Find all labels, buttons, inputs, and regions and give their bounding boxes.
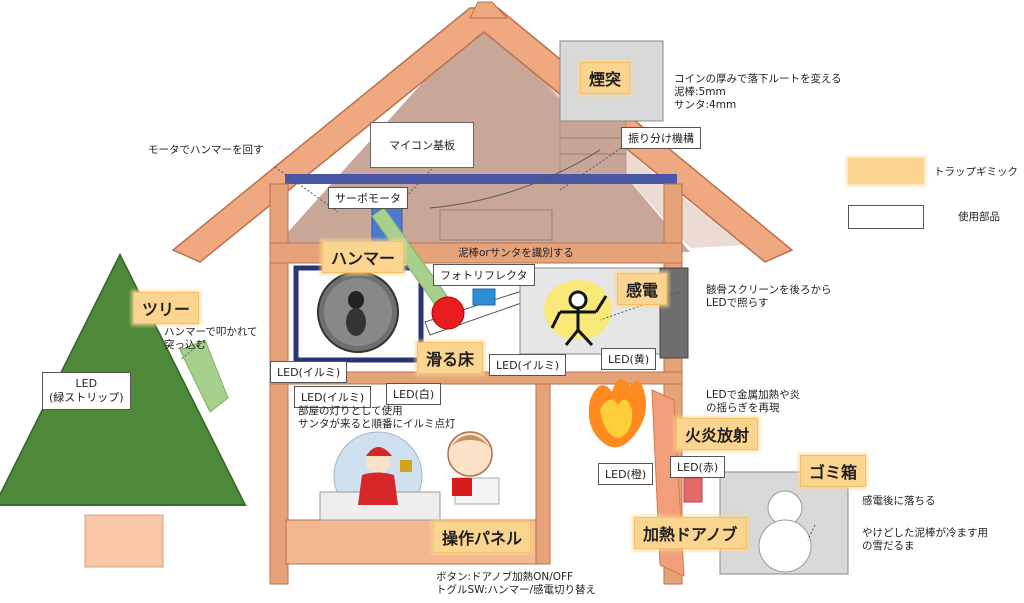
part-led-yellow: LED(黄) bbox=[601, 348, 657, 370]
part-mcu: マイコン基板 bbox=[370, 122, 474, 168]
note-panel: ボタン:ドアノブ加熱ON/OFF トグルSW:ハンマー/感電切り替え bbox=[436, 571, 597, 596]
shock-screen bbox=[659, 267, 689, 359]
part-led-red: LED(赤) bbox=[670, 456, 726, 478]
trap-tree: ツリー bbox=[133, 292, 200, 324]
part-led-illumi-3: LED(イルミ) bbox=[489, 354, 567, 376]
part-led-green: LED (緑ストリップ) bbox=[42, 372, 131, 410]
note-flame: LEDで金属加熱や炎 の揺らぎを再現 bbox=[706, 389, 801, 414]
hammer-head bbox=[431, 296, 465, 330]
part-led-illumi-1: LED(イルミ) bbox=[270, 361, 348, 383]
part-led-white: LED(白) bbox=[386, 383, 442, 405]
legend-trap-label: トラップギミック bbox=[934, 166, 1018, 178]
part-sorter: 振り分け機構 bbox=[621, 127, 701, 149]
part-servo: サーボモータ bbox=[328, 187, 408, 209]
trap-trash: ゴミ箱 bbox=[800, 455, 867, 487]
note-identify: 泥棒orサンタを識別する bbox=[458, 247, 574, 259]
part-photo: フォトリフレクタ bbox=[433, 264, 535, 286]
trap-chimney: 煙突 bbox=[580, 62, 631, 94]
ceiling-beam bbox=[285, 174, 677, 184]
panel-button-icon bbox=[452, 478, 472, 496]
middle-wall bbox=[535, 383, 551, 565]
tree-slide bbox=[179, 339, 229, 413]
trap-flame: 火炎放射 bbox=[676, 418, 759, 450]
skeleton-icon bbox=[550, 290, 608, 347]
trap-hammer: ハンマー bbox=[322, 241, 405, 273]
note-chimney: コイン​の厚みで落下ルートを変える 泥棒:5mm サンタ:4mm bbox=[674, 73, 842, 111]
tree-trunk bbox=[84, 514, 164, 568]
part-led-orange: LED(橙) bbox=[598, 463, 654, 485]
legend-trap-swatch bbox=[848, 158, 924, 184]
red-led-block bbox=[683, 477, 703, 503]
note-room-light: 部屋の灯りとして使用 サンタが来ると順番にイルミ点灯 bbox=[298, 405, 456, 430]
snowman-body bbox=[758, 519, 812, 573]
note-skeleton: 骸骨スクリーンを後ろから LEDで照らす bbox=[706, 284, 832, 309]
part-led-illumi-2: LED(イルミ) bbox=[294, 386, 372, 408]
trap-slide-floor: 滑る床 bbox=[417, 342, 484, 374]
operator-girl bbox=[447, 431, 493, 477]
trap-shock: 感電 bbox=[617, 273, 668, 305]
trap-panel: 操作パネル bbox=[433, 521, 532, 553]
note-trash-1: 感電後に落ちる bbox=[862, 495, 936, 507]
fire-icon bbox=[588, 379, 646, 448]
trap-heat-door: 加熱ドアノブ bbox=[634, 517, 747, 549]
photo-reflector-icon bbox=[472, 288, 496, 306]
note-hammer-hit: ハンマーで叩かれて 突っ込む bbox=[164, 326, 258, 351]
legend-part-label: 使用部品 bbox=[958, 211, 1000, 223]
note-trash-2: やけどした泥棒が冷ます用 の雪だるま bbox=[862, 527, 988, 552]
legend-part-swatch bbox=[848, 205, 924, 229]
note-motor: モータでハンマーを回す bbox=[148, 144, 264, 156]
